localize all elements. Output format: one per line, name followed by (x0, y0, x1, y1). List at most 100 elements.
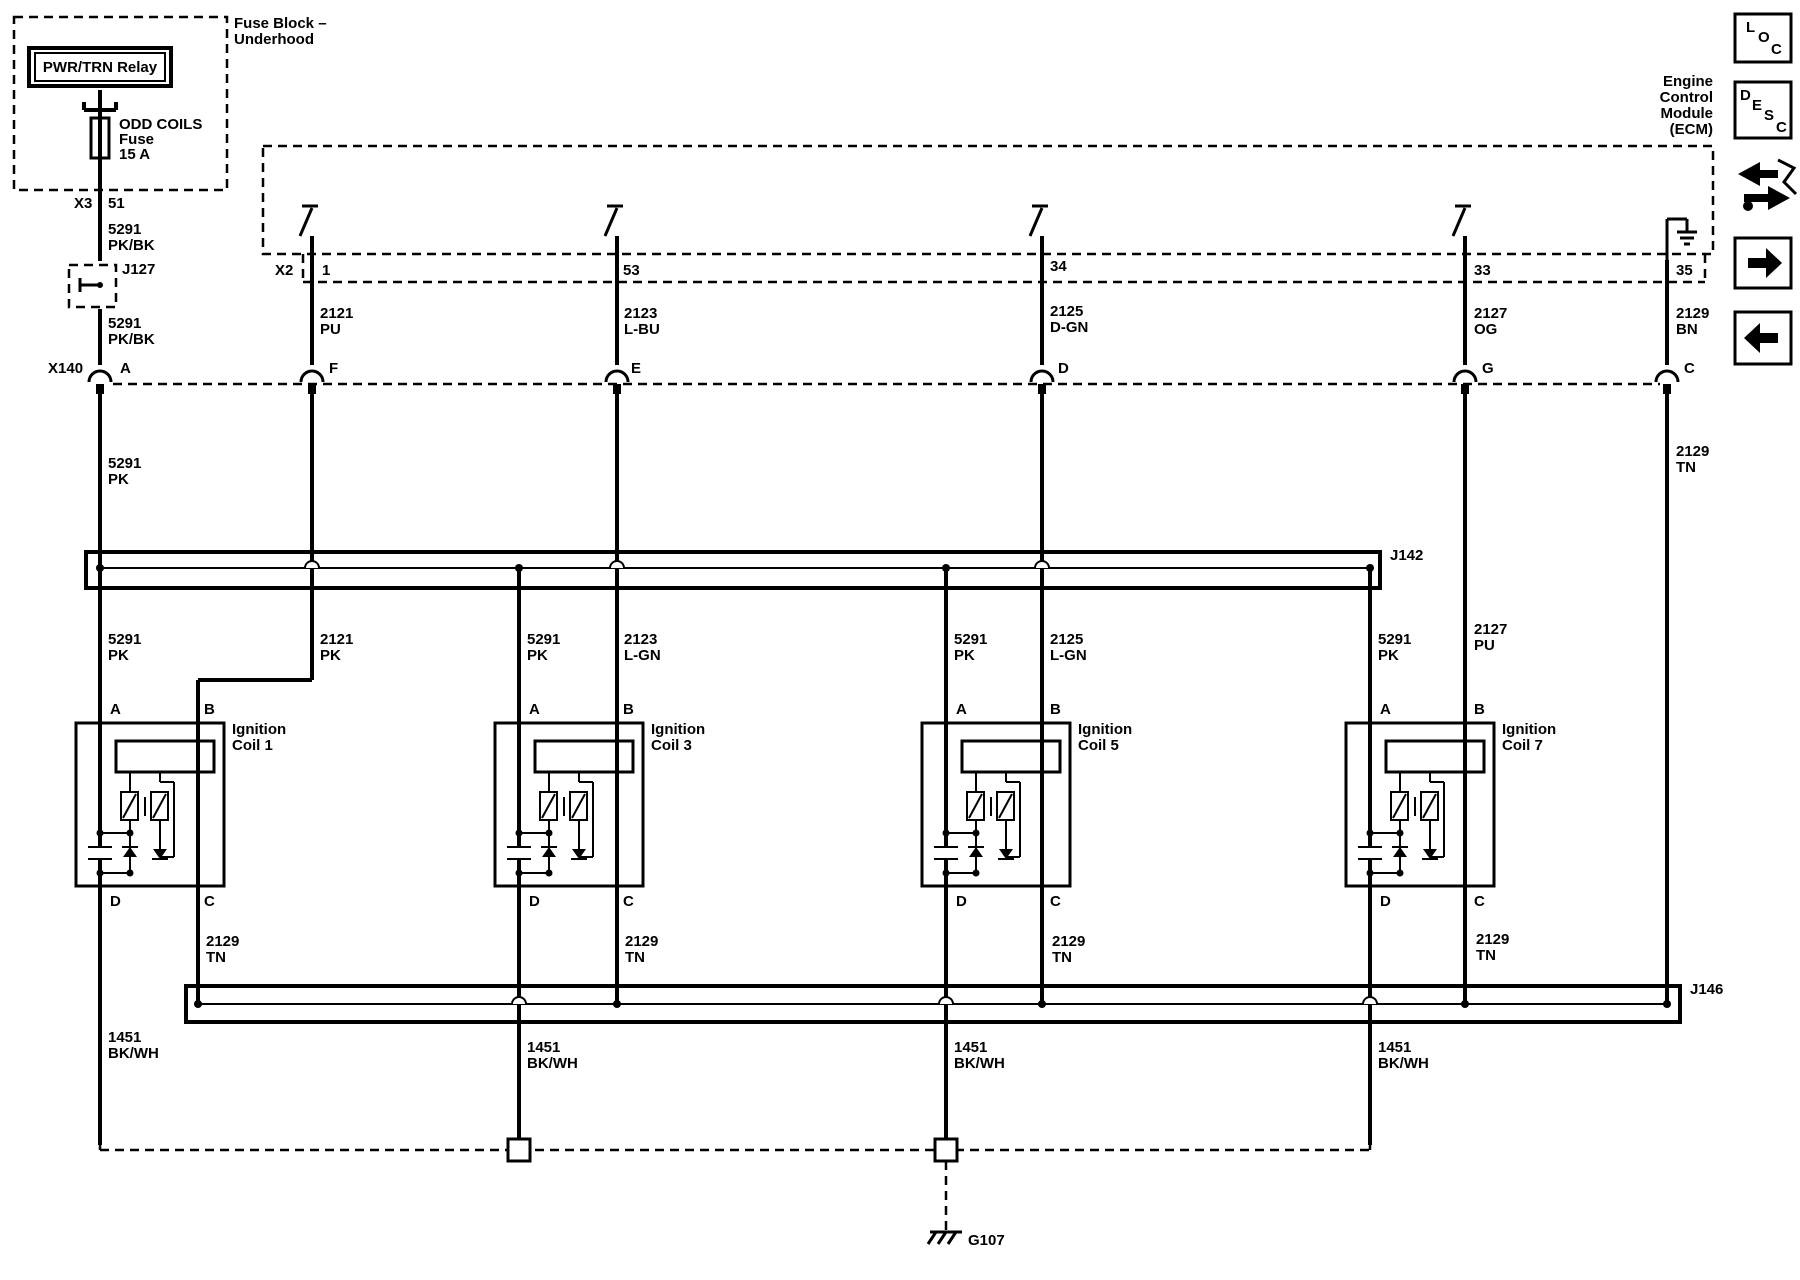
ignition-coil-7: Ignition Coil 7 A B D C (1344, 701, 1556, 910)
x3-label: X3 (74, 195, 92, 212)
ecm-pin-35: 35 (1676, 262, 1693, 279)
svg-text:B: B (623, 701, 634, 718)
svg-text:PK: PK (954, 647, 975, 664)
svg-text:5291: 5291 (108, 455, 141, 472)
x140-terminals (87, 369, 1680, 394)
x140-pin-d: D (1058, 360, 1069, 377)
svg-text:PU: PU (320, 321, 341, 338)
svg-text:C: C (1050, 893, 1061, 910)
ignition-coil-3: Ignition Coil 3 A B D C (493, 701, 705, 910)
svg-text:5291: 5291 (527, 631, 560, 648)
svg-text:BK/WH: BK/WH (108, 1045, 159, 1062)
x2-label: X2 (275, 262, 293, 279)
ground-bus: G107 (98, 1137, 1372, 1249)
svg-text:2129: 2129 (1476, 931, 1509, 948)
j127-splice: J127 (67, 261, 155, 309)
svg-text:2121: 2121 (320, 305, 353, 322)
svg-text:D: D (529, 893, 540, 910)
svg-text:2123: 2123 (624, 631, 657, 648)
svg-text:Ignition: Ignition (1502, 721, 1556, 738)
svg-text:Coil 7: Coil 7 (1502, 737, 1543, 754)
engine-control-module: Engine Control Module (ECM) (261, 73, 1715, 284)
x140-pin-a: A (120, 360, 131, 377)
relay-box-outer (27, 46, 173, 88)
svg-text:A: A (956, 701, 967, 718)
ecm-pin-34: 34 (1050, 258, 1067, 275)
x140-pin-g: G (1482, 360, 1494, 377)
fuse-block-label-1: Fuse Block – (234, 15, 327, 32)
svg-text:O: O (1758, 29, 1770, 46)
svg-text:D: D (110, 893, 121, 910)
svg-text:1451: 1451 (954, 1039, 987, 1056)
svg-text:D: D (956, 893, 967, 910)
ecm-pin-1: 1 (322, 262, 330, 279)
ecm-label-1: Engine (1663, 73, 1713, 90)
fuse-label-2: Fuse (119, 131, 154, 148)
loc-button[interactable]: L O C (1733, 12, 1793, 64)
fuse-block-underhood: Fuse Block – Underhood PWR/TRN Relay ODD… (12, 15, 327, 192)
next-button[interactable] (1733, 236, 1793, 290)
svg-text:L-BU: L-BU (624, 321, 660, 338)
svg-text:PK: PK (108, 471, 129, 488)
desc-icon: D E S C (1740, 87, 1787, 136)
svg-text:1451: 1451 (1378, 1039, 1411, 1056)
svg-text:A: A (110, 701, 121, 718)
svg-text:5291: 5291 (108, 221, 141, 238)
svg-text:TN: TN (625, 949, 645, 966)
svg-text:PK/BK: PK/BK (108, 331, 155, 348)
ecm-pin-33: 33 (1474, 262, 1491, 279)
svg-text:5291: 5291 (1378, 631, 1411, 648)
previous-button[interactable] (1733, 310, 1793, 366)
next-arrow-icon (1748, 248, 1782, 278)
svg-text:PK: PK (527, 647, 548, 664)
svg-text:TN: TN (1052, 949, 1072, 966)
connector-view-button[interactable] (1738, 158, 1798, 211)
svg-text:C: C (623, 893, 634, 910)
svg-text:L-GN: L-GN (1050, 647, 1087, 664)
svg-text:PK: PK (320, 647, 341, 664)
x3-pin-label: 51 (108, 195, 125, 212)
ground-label: G107 (968, 1232, 1005, 1249)
svg-text:D: D (1740, 87, 1751, 104)
svg-text:A: A (1380, 701, 1391, 718)
relay-label: PWR/TRN Relay (43, 59, 158, 76)
svg-text:Ignition: Ignition (1078, 721, 1132, 738)
svg-text:L: L (1746, 19, 1755, 36)
x140-pin-f: F (329, 360, 338, 377)
svg-text:L-GN: L-GN (624, 647, 661, 664)
svg-text:2129: 2129 (206, 933, 239, 950)
wire-labels-middle: 5291 PK 2121 PK 5291 PK 2123 L-GN 5291 P… (108, 621, 1507, 664)
desc-button[interactable]: D E S C (1733, 80, 1793, 140)
svg-text:PK/BK: PK/BK (108, 237, 155, 254)
ecm-internal-ground (1665, 217, 1697, 260)
x140-label: X140 (48, 360, 83, 377)
relay-box-inner (34, 52, 166, 82)
svg-text:5291: 5291 (108, 315, 141, 332)
svg-text:B: B (204, 701, 215, 718)
ignition-coil-5: Ignition Coil 5 A B D C (920, 701, 1132, 910)
svg-text:E: E (1752, 97, 1762, 114)
svg-text:B: B (1050, 701, 1061, 718)
svg-text:BK/WH: BK/WH (1378, 1055, 1429, 1072)
wire-labels-lower: 2129 TN 2129 TN 2129 TN 2129 TN 1451 BK/… (108, 931, 1509, 1072)
ecm-label-4: (ECM) (1670, 121, 1713, 138)
svg-text:PU: PU (1474, 637, 1495, 654)
svg-text:C: C (1771, 41, 1782, 58)
svg-text:BK/WH: BK/WH (527, 1055, 578, 1072)
fuse-block-label-2: Underhood (234, 31, 314, 48)
connector-icon (1738, 158, 1798, 211)
svg-text:TN: TN (206, 949, 226, 966)
svg-text:1451: 1451 (527, 1039, 560, 1056)
svg-text:Coil 3: Coil 3 (651, 737, 692, 754)
svg-text:2129: 2129 (625, 933, 658, 950)
svg-text:2125: 2125 (1050, 303, 1083, 320)
ecm-driver-switch-34 (1028, 204, 1048, 260)
svg-text:2123: 2123 (624, 305, 657, 322)
svg-text:5291: 5291 (954, 631, 987, 648)
ecm-outline (261, 144, 1715, 256)
j142-label: J142 (1390, 547, 1423, 564)
j142-splice-pack: J142 (84, 547, 1423, 590)
loc-icon: L O C (1746, 19, 1782, 58)
ecm-label-3: Module (1661, 105, 1714, 122)
